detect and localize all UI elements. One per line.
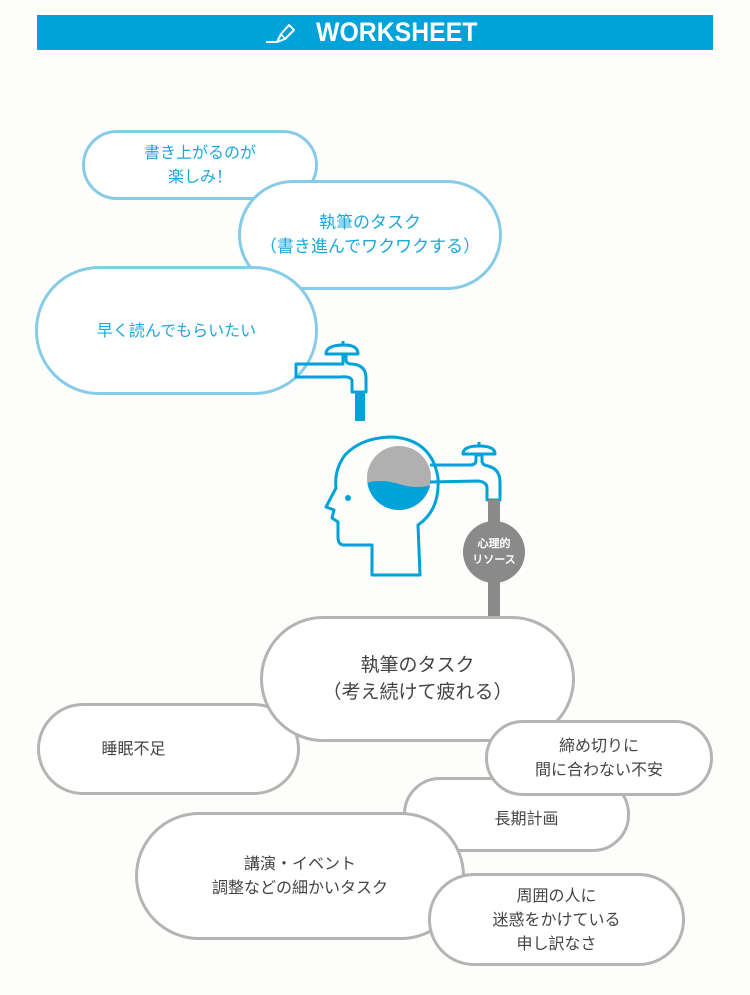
pill-label: 執筆のタスク （書き進んでワクワクする） bbox=[259, 213, 481, 257]
drain-pill-guilt: 周囲の人に 迷惑をかけている 申し訳なさ bbox=[428, 873, 685, 966]
pill-label: 執筆のタスク （考え続けて疲れる） bbox=[322, 654, 513, 703]
pill-label: 早く読んでもらいたい bbox=[96, 320, 257, 340]
pill-label: 書き上がるのが 楽しみ！ bbox=[143, 143, 256, 186]
resource-label: 心理的 リソース bbox=[472, 538, 516, 566]
drain-pill-sleep-deprivation: 睡眠不足 bbox=[37, 703, 300, 795]
pill-label: 長期計画 bbox=[494, 808, 559, 828]
motivation-pill-writing-exciting: 執筆のタスク （書き進んでワクワクする） bbox=[238, 180, 502, 290]
worksheet-banner: WORKSHEET bbox=[37, 15, 713, 50]
pill-label: 周囲の人に 迷惑をかけている 申し訳なさ bbox=[492, 885, 621, 953]
pill-label: 睡眠不足 bbox=[101, 739, 166, 758]
pencil-icon bbox=[266, 23, 296, 43]
motivation-pill-want-readers: 早く読んでもらいたい bbox=[35, 266, 318, 395]
drain-pill-deadline-anxiety: 締め切りに 間に合わない不安 bbox=[485, 720, 713, 796]
pill-label: 締め切りに 間に合わない不安 bbox=[534, 736, 663, 779]
pill-label: 講演・イベント 調整などの細かいタスク bbox=[211, 854, 388, 897]
banner-title: WORKSHEET bbox=[316, 17, 478, 47]
drain-pill-small-tasks: 講演・イベント 調整などの細かいタスク bbox=[135, 812, 465, 940]
